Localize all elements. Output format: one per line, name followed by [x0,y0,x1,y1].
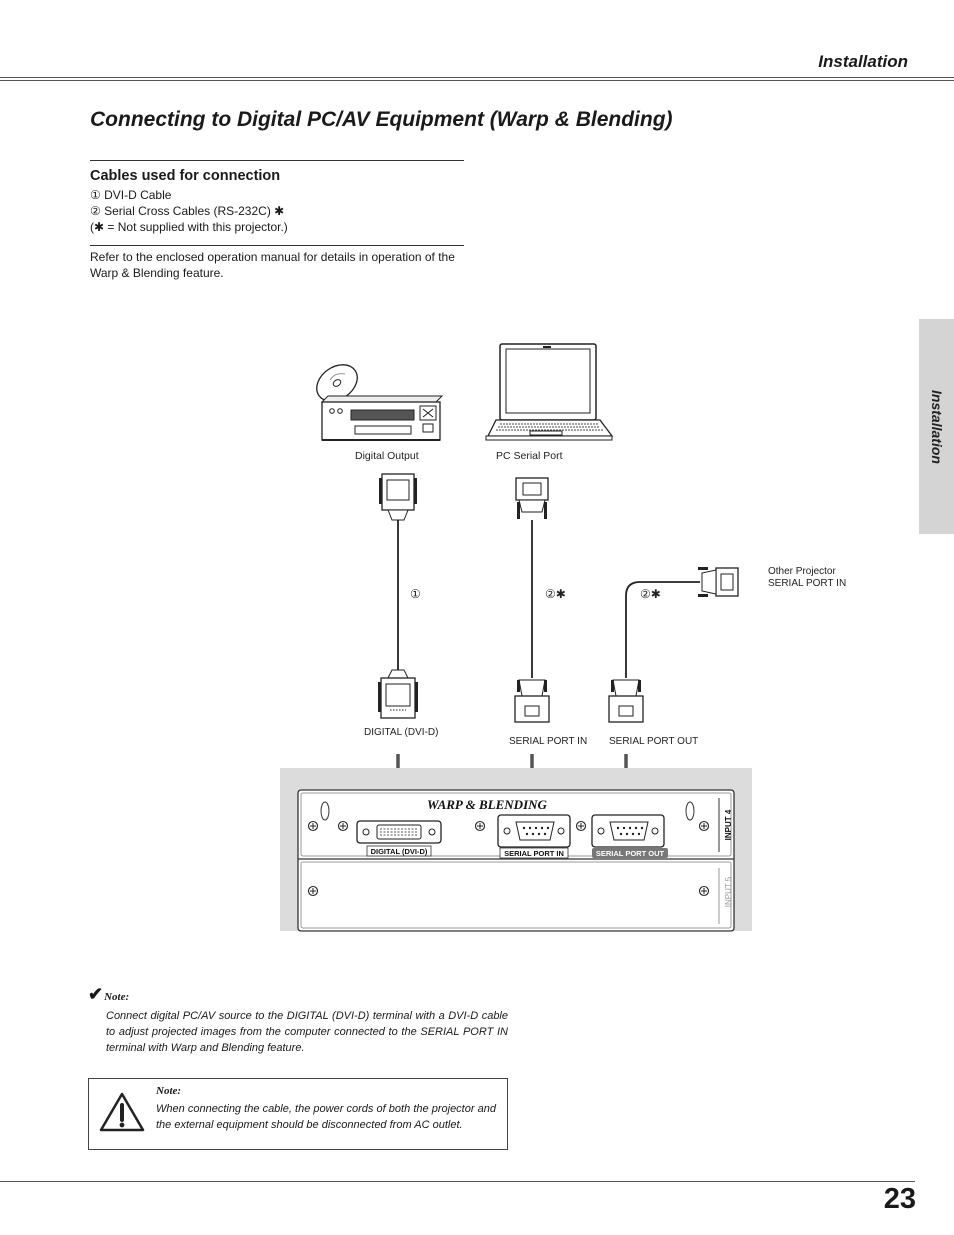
db9-connector-pc [515,477,549,519]
caution-label: Note: [156,1085,182,1097]
page-number: 23 [883,1183,916,1215]
screw-icon [307,820,319,832]
label-digital-output: Digital Output [355,450,419,462]
db9-connector-projector-in [514,679,550,723]
laptop-icon [485,343,614,441]
dvd-player-icon [320,395,444,441]
note-label: Note: [104,991,130,1003]
panel-label-serial-out: SERIAL PORT OUT [596,849,665,858]
note-text: Connect digital PC/AV source to the DIGI… [106,1010,508,1054]
check-icon: ✔ [88,984,104,1004]
db9-connector-projector-out [608,679,644,723]
screw-icon [698,885,710,897]
side-tab[interactable]: Installation [919,319,954,534]
cable-marker-3: ②✱ [640,587,661,601]
arrow-serial-out [620,754,632,816]
screw-icon [575,820,587,832]
disc-icon [316,364,358,402]
cables-heading: Cables used for connection [90,168,281,184]
cable-item-dvid: ① DVI-D Cable [90,188,172,202]
header-rule-top [0,77,954,78]
page-title: Connecting to Digital PC/AV Equipment (W… [90,108,673,131]
db9-connector-other-projector [698,567,739,597]
label-other-projector-line2: SERIAL PORT IN [768,578,847,589]
caution-text: When connecting the cable, the power cor… [156,1103,496,1131]
warning-icon [99,1092,145,1132]
note-block: ✔Note: Connect digital PC/AV source to t… [88,984,508,1056]
label-pc-serial-port: PC Serial Port [496,450,563,462]
panel-label-input5: INPUT 5 [724,876,733,907]
cable-marker-2: ②✱ [545,587,566,601]
dvi-connector-source [379,473,417,521]
screw-icon [337,820,349,832]
side-tab-label: Installation [928,389,945,464]
footer-rule [0,1181,915,1182]
screw-icon [474,820,486,832]
caution-box: Note: When connecting the cable, the pow… [88,1078,508,1150]
cable-marker-1: ① [410,587,421,601]
note-heading: ✔Note: [88,984,508,1005]
header-rule-bottom [0,80,954,81]
screw-icon [307,885,319,897]
cables-box: Cables used for connection ① DVI-D Cable… [90,160,464,246]
panel-label-serial-in: SERIAL PORT IN [504,849,564,858]
label-other-projector-line1: Other Projector [768,566,836,577]
screw-icon [698,820,710,832]
dvi-connector-projector [378,669,418,719]
cable-item-footnote: (✱ = Not supplied with this projector.) [90,220,288,234]
label-serial-port-out: SERIAL PORT OUT [609,736,699,747]
label-digital-dvid: DIGITAL (DVI-D) [364,727,439,738]
arrow-serial-in [526,754,538,824]
projector-terminal-panel [280,768,752,932]
panel-title: WARP & BLENDING [427,797,548,812]
refer-text: Refer to the enclosed operation manual f… [90,250,455,280]
label-serial-port-in: SERIAL PORT IN [509,736,588,747]
panel-label-input4: INPUT 4 [724,809,733,840]
section-header: Installation [818,52,908,71]
cable-item-serial: ② Serial Cross Cables (RS-232C) ✱ [90,204,285,218]
panel-label-digital: DIGITAL (DVI-D) [371,847,428,856]
arrow-digital [392,754,404,810]
